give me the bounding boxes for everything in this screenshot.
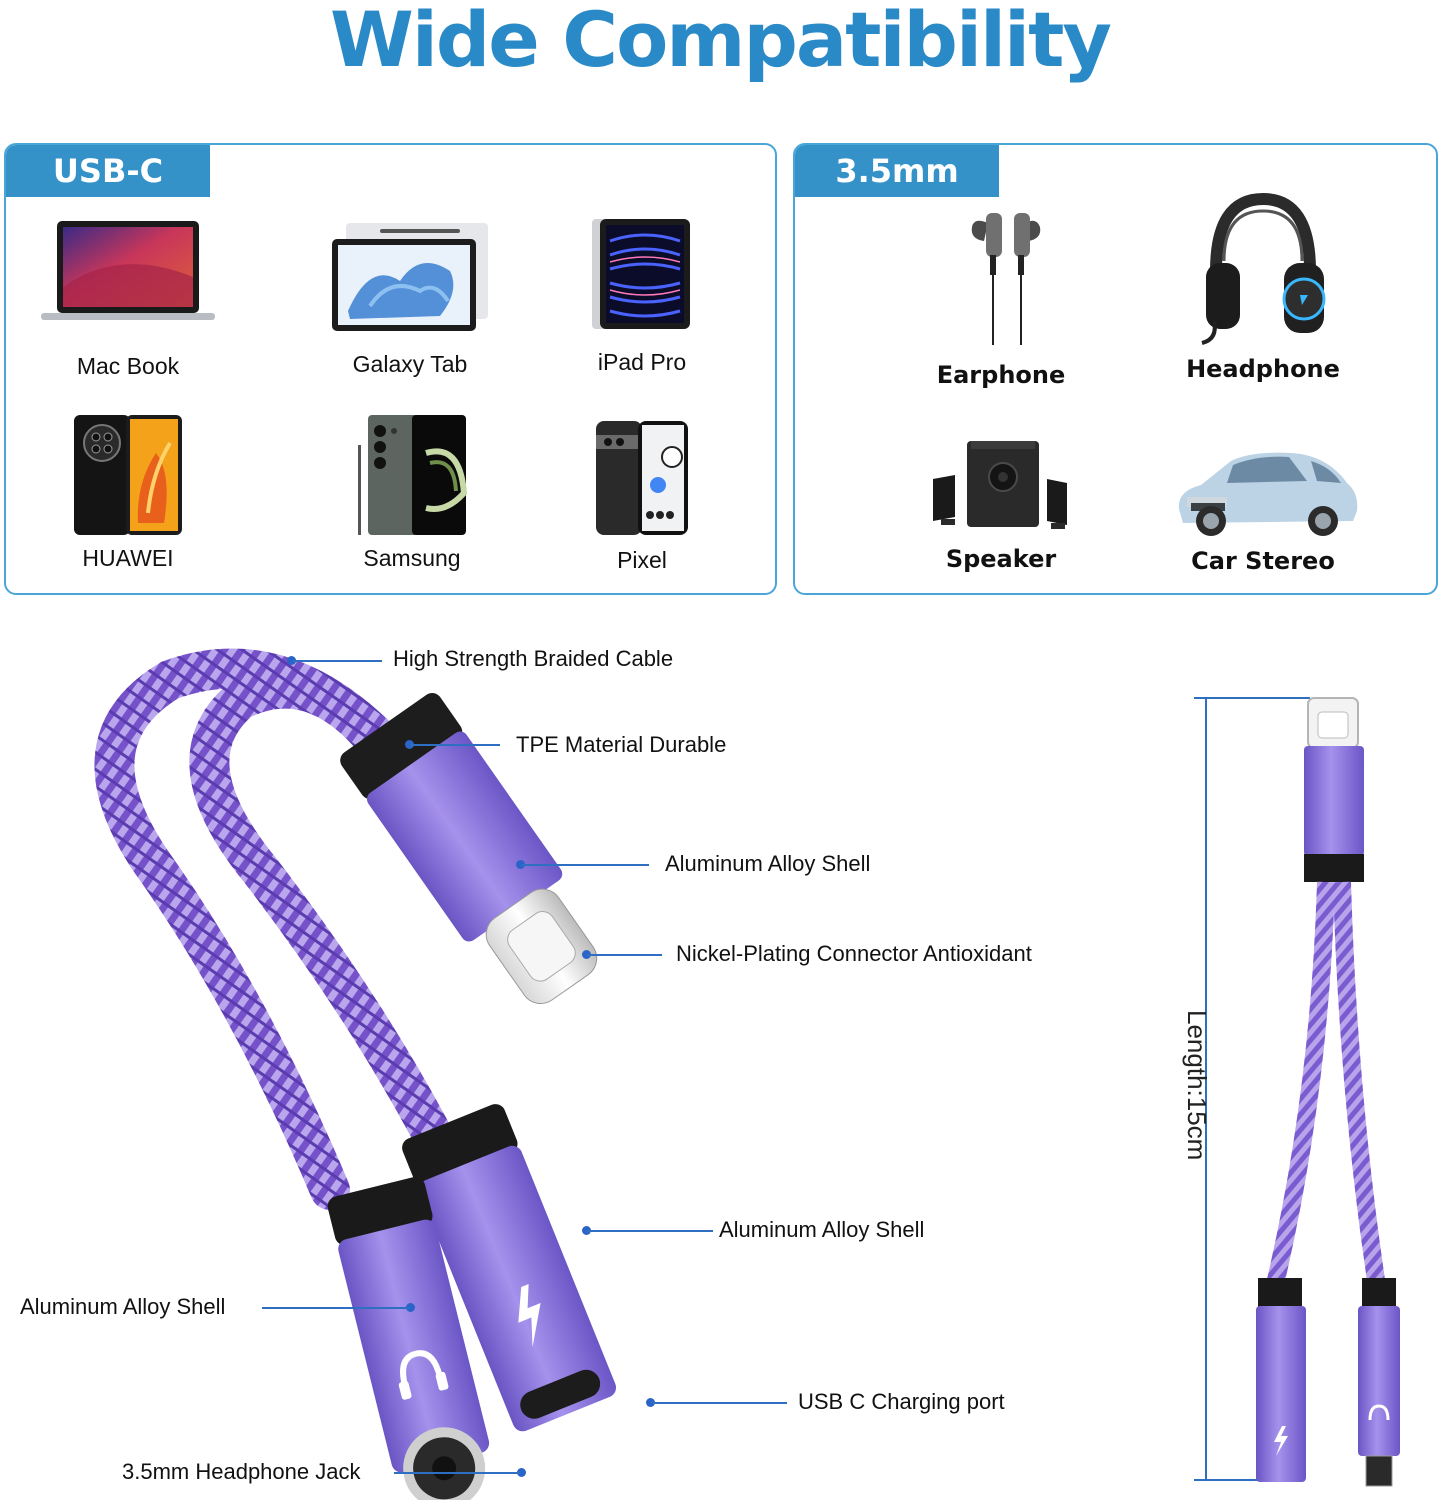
device-label: Mac Book [76,353,180,379]
device-earphone: Earphone [909,205,1093,389]
usbc-panel-tag: USB-C [6,145,210,197]
leader-line [587,954,662,956]
callout-charging-port: USB C Charging port [798,1389,1005,1414]
callout-alloy-mid: Aluminum Alloy Shell [719,1217,925,1242]
device-label: Headphone [1186,355,1340,383]
device-headphone: Headphone [1171,191,1355,383]
device-car-stereo: Car Stereo [1171,447,1358,575]
device-samsung: Samsung [322,413,502,572]
device-label: Samsung [363,545,461,571]
jack-panel-tag: 3.5mm [795,145,999,197]
device-galaxy-tab: Galaxy Tab [320,221,500,378]
device-label: Speaker [945,545,1057,573]
foldable-phone-icon [74,415,182,535]
callout-dot [406,1303,415,1312]
callout-alloy-left: Aluminum Alloy Shell [20,1294,226,1319]
callout-dot [517,1468,526,1477]
device-label: Car Stereo [1191,547,1335,575]
side-view-illustration [1194,697,1400,1487]
device-macbook: Mac Book [38,217,218,380]
leader-line [262,1307,410,1309]
leader-line [292,660,382,662]
callout-dot [516,860,525,869]
callout-alloy-top: Aluminum Alloy Shell [665,851,871,876]
device-label: Galaxy Tab [352,351,468,377]
device-label: Earphone [936,361,1066,389]
leader-line [394,1472,520,1474]
device-huawei: HUAWEI [38,413,218,572]
callout-headphone-jack: 3.5mm Headphone Jack [122,1459,361,1484]
phone-icon [596,421,688,535]
device-pixel: Pixel [552,419,732,574]
length-label: Length:15cm [1182,1010,1212,1161]
ipad-icon [592,219,690,329]
callout-dot [582,950,591,959]
cable-illustration [94,648,617,1500]
headphone-icon [1201,192,1326,345]
leader-line [410,744,500,746]
device-speaker: Speaker [909,435,1093,573]
callout-dot [287,656,296,665]
device-ipad-pro: iPad Pro [552,219,732,376]
callout-dot [646,1398,655,1407]
car-icon [1178,452,1358,536]
callout-dot [582,1226,591,1235]
leader-line [587,1230,713,1232]
usbc-compat-panel: USB-C Mac Book Galaxy Tab [4,143,777,595]
laptop-icon [41,221,215,320]
tablet-icon [332,223,488,331]
leader-line [651,1402,787,1404]
callout-nickel: Nickel-Plating Connector Antioxidant [676,941,1032,966]
device-label: iPad Pro [597,349,687,375]
device-label: HUAWEI [82,545,174,571]
device-label: Pixel [617,547,667,573]
page-title: Wide Compatibility [330,0,1112,84]
callout-dot [405,740,414,749]
callout-braided-cable: High Strength Braided Cable [393,646,674,671]
speaker-icon [933,441,1067,529]
leader-line [521,864,649,866]
callout-tpe: TPE Material Durable [516,732,727,757]
jack-compat-panel: 3.5mm Earphone Headphone [793,143,1438,595]
length-label-wrap: Length:15cm [1168,1010,1228,1170]
phone-icon [358,415,468,535]
earphone-icon [971,213,1041,345]
